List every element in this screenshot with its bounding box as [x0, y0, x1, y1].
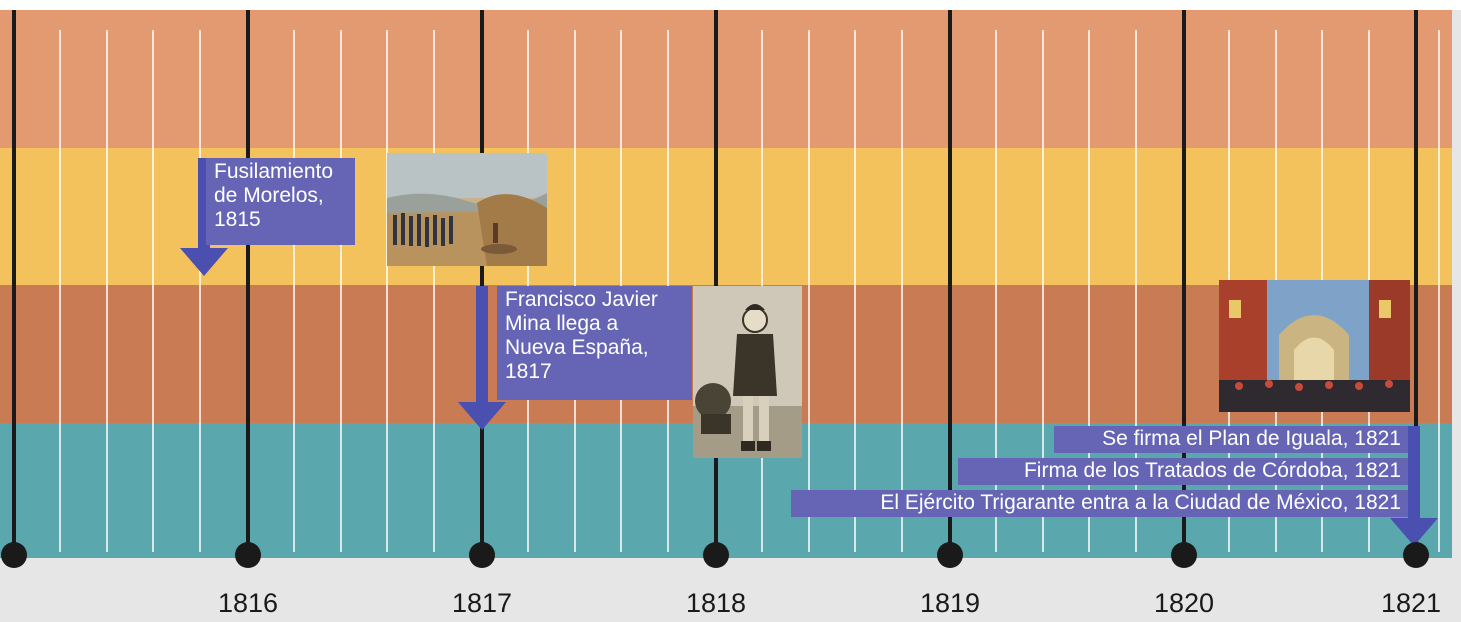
- year-line-1821: [1414, 10, 1418, 555]
- year-dot-1819: [937, 542, 963, 568]
- year-label-1821: 1821: [1380, 588, 1442, 618]
- minor-gridline: [386, 30, 388, 552]
- portrait-icon: [693, 286, 802, 458]
- 1821-arrow-head: [1390, 518, 1438, 546]
- year-label-1818: 1818: [685, 588, 747, 618]
- minor-gridline: [199, 30, 201, 552]
- minor-gridline: [433, 30, 435, 552]
- year-label-1820: 1820: [1153, 588, 1215, 618]
- year-line-1818: [714, 10, 718, 555]
- minor-gridline: [59, 30, 61, 552]
- city-celebration-icon: [1219, 280, 1410, 412]
- year-label-1816: 1816: [217, 588, 279, 618]
- mina-arrow-stem: [476, 286, 488, 404]
- year-dot-1820: [1171, 542, 1197, 568]
- year-dot-1816: [235, 542, 261, 568]
- minor-gridline: [106, 30, 108, 552]
- year-line-1816: [246, 10, 250, 555]
- minor-gridline: [340, 30, 342, 552]
- year-line-1817: [480, 10, 484, 555]
- event-morelos-label: Fusilamiento de Morelos, 1815: [206, 158, 355, 245]
- event-trigarante-label: El Ejército Trigarante entra a la Ciudad…: [791, 490, 1409, 517]
- battle-painting-icon: [387, 153, 547, 266]
- band-top: [0, 10, 1452, 148]
- event-iguala-label: Se firma el Plan de Iguala, 1821: [1054, 426, 1409, 453]
- minor-gridline: [854, 30, 856, 552]
- year-label-1819: 1819: [919, 588, 981, 618]
- year-dot-1821: [1403, 542, 1429, 568]
- top-strip: [0, 0, 1461, 10]
- minor-gridline: [293, 30, 295, 552]
- minor-gridline: [1438, 30, 1440, 552]
- minor-gridline: [1042, 30, 1044, 552]
- minor-gridline: [808, 30, 810, 552]
- minor-gridline: [1135, 30, 1137, 552]
- minor-gridline: [995, 30, 997, 552]
- year-line-1820: [1182, 10, 1186, 555]
- year-dot-1817: [469, 542, 495, 568]
- year-dot-start: [1, 542, 27, 568]
- year-label-1817: 1817: [451, 588, 513, 618]
- year-dot-1818: [703, 542, 729, 568]
- minor-gridline: [1088, 30, 1090, 552]
- minor-gridline: [901, 30, 903, 552]
- event-cordoba-label: Firma de los Tratados de Córdoba, 1821: [958, 458, 1409, 485]
- 1821-arrow-stem: [1408, 426, 1420, 520]
- mina-arrow-head: [458, 402, 506, 430]
- year-line-1819: [948, 10, 952, 555]
- morelos-arrow-head: [180, 248, 228, 276]
- event-mina-label: Francisco Javier Mina llega a Nueva Espa…: [497, 286, 692, 400]
- minor-gridline: [152, 30, 154, 552]
- year-line-start: [12, 10, 16, 555]
